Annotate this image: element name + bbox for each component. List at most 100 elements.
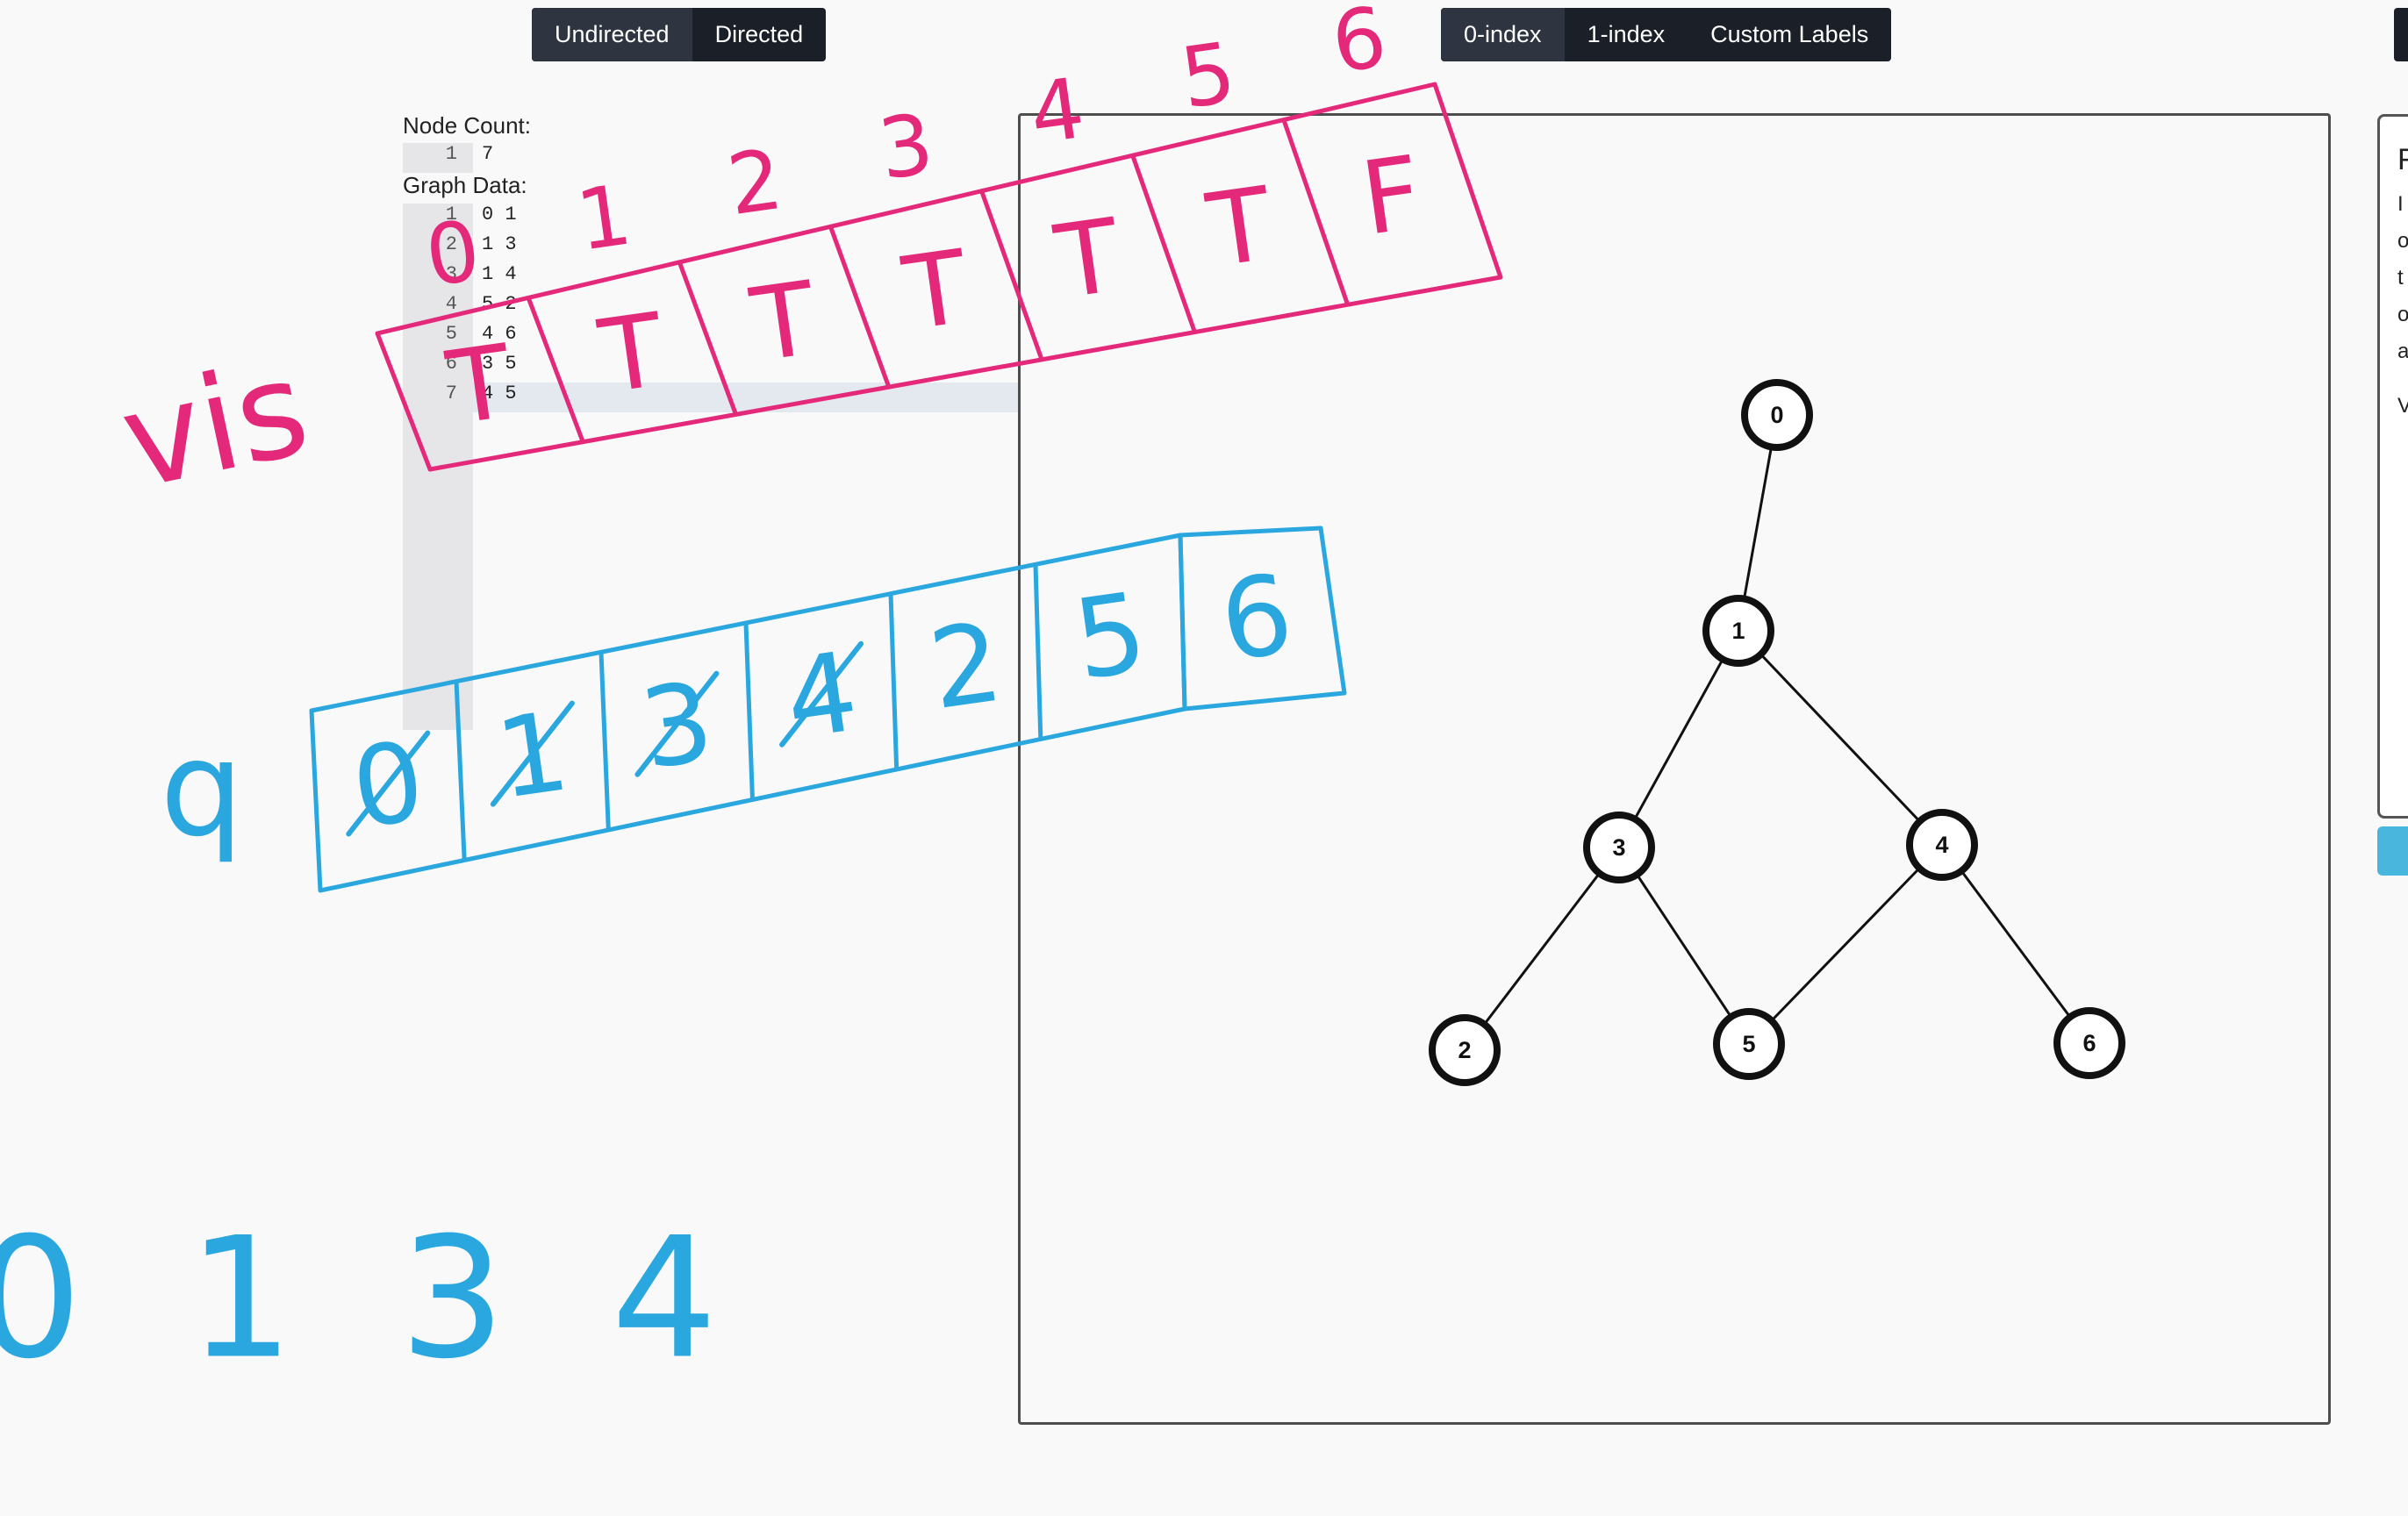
graph-node-label: 5: [1742, 1031, 1755, 1057]
panel-text: o: [2397, 229, 2408, 253]
graph-node-circle: [1741, 379, 1813, 451]
vis-index-label: 6: [1326, 0, 1392, 92]
toolbar-overflow-stub[interactable]: [2394, 8, 2408, 61]
graph-edge: [1463, 847, 1621, 1051]
line-number: 1: [445, 204, 457, 225]
line-text: 1 3: [482, 233, 517, 255]
vis-index-label: 5: [1175, 25, 1241, 127]
queue-crossout-stroke: [634, 670, 720, 777]
queue-cell-divider: [598, 652, 611, 831]
graph-node-2: 2: [1429, 1014, 1501, 1086]
vis-cell-divider: [1281, 118, 1351, 306]
graph-edge: [1737, 414, 1779, 632]
line-number: 3: [445, 263, 457, 285]
graph-drawing: 0 1 2 3 4 5 6: [1429, 379, 2125, 1086]
vis-index-label: 3: [873, 96, 939, 198]
graph-edge: [1940, 844, 2091, 1044]
graph-node-1: 1: [1702, 595, 1774, 667]
line-number: 2: [445, 233, 457, 255]
graph-node-label: 1: [1731, 618, 1745, 644]
graph-node-circle: [1429, 1014, 1501, 1086]
graph-node-label: 4: [1935, 832, 1948, 858]
queue-tail-cell: [1178, 526, 1347, 712]
graph-node-circle: [1906, 809, 1978, 881]
graph-canvas[interactable]: [1018, 113, 2331, 1425]
vis-cell-divider: [979, 190, 1044, 361]
graph-node-5: 5: [1713, 1008, 1785, 1080]
vis-cell-value: F: [1355, 134, 1429, 259]
queue-cell-value: 6: [1214, 551, 1301, 687]
panel-heading: F: [2397, 143, 2408, 176]
panel-text: I: [2397, 192, 2404, 216]
vis-array-outline: [375, 82, 1503, 472]
vis-cell-divider: [526, 297, 585, 443]
graph-data-label: Graph Data:: [403, 172, 527, 198]
vis-cell-divider: [1130, 154, 1197, 333]
traversal-order-text: 0 1 3 4: [0, 1202, 743, 1396]
line-number: 7: [445, 383, 457, 404]
vis-cell-value: T: [896, 228, 975, 354]
vis-cell-value: T: [1200, 166, 1279, 291]
custom-labels-button[interactable]: Custom Labels: [1688, 8, 1891, 61]
graph-node-label: 0: [1770, 402, 1783, 428]
graph-node-circle: [1713, 1008, 1785, 1080]
graph-node-label: 6: [2082, 1030, 2096, 1056]
index-mode-toggle: 0-index 1-index Custom Labels: [1441, 8, 1892, 61]
queue-label: q: [160, 713, 243, 866]
panel-text: t: [2397, 266, 2404, 290]
graph-node-0: 0: [1741, 379, 1813, 451]
graph-edge: [1747, 843, 1944, 1046]
directed-button[interactable]: Directed: [692, 8, 827, 61]
one-index-button[interactable]: 1-index: [1565, 8, 1688, 61]
panel-text: o: [2397, 303, 2408, 326]
panel-text: a: [2397, 340, 2408, 363]
graph-node-circle: [2053, 1007, 2125, 1079]
line-text: 1 4: [482, 263, 517, 285]
vis-index-label: 1: [571, 167, 637, 269]
panel-action-button[interactable]: [2377, 826, 2408, 876]
vis-cell-divider: [828, 225, 892, 388]
graph-node-label: 3: [1612, 834, 1625, 861]
line-number: 5: [445, 323, 457, 345]
graph-node-6: 6: [2053, 1007, 2125, 1079]
graph-edge: [1737, 629, 1944, 847]
info-panel: F I o t o a V: [2377, 114, 2408, 819]
line-text: 7: [482, 143, 494, 165]
node-count-label: Node Count:: [403, 112, 531, 139]
vis-index-label: 4: [1024, 61, 1090, 163]
graph-edge: [1617, 847, 1751, 1045]
undirected-button[interactable]: Undirected: [532, 8, 692, 61]
vis-cell-divider: [677, 261, 738, 416]
line-number: 1: [445, 143, 457, 165]
vis-label: vis: [110, 332, 320, 519]
line-text: 4 6: [482, 323, 517, 345]
line-number: 4: [445, 293, 457, 315]
line-text: 0 1: [482, 204, 517, 225]
panel-text: V: [2397, 394, 2408, 418]
vis-cell-value: T: [592, 291, 671, 417]
line-text: 4 5: [482, 383, 517, 404]
line-number: 6: [445, 353, 457, 375]
zero-index-button[interactable]: 0-index: [1441, 8, 1565, 61]
queue-cell-value: 2: [922, 599, 1009, 735]
queue-crossout-stroke: [490, 700, 575, 807]
graph-edge: [1617, 630, 1740, 848]
graph-node-3: 3: [1583, 812, 1655, 883]
direction-toggle: Undirected Directed: [532, 8, 827, 61]
vis-index-label: 2: [722, 132, 788, 234]
graph-node-circle: [1583, 812, 1655, 883]
vis-index-label: 0: [419, 203, 485, 305]
queue-cell-divider: [888, 593, 899, 770]
line-number-gutter: [403, 143, 473, 173]
queue-crossout-stroke: [346, 730, 431, 837]
queue-annotation: 0134256: [309, 526, 1347, 893]
queue-cell-divider: [454, 681, 467, 861]
graph-node-4: 4: [1906, 809, 1978, 881]
line-text: 3 5: [482, 353, 517, 375]
queue-cell-value: 5: [1067, 569, 1154, 705]
queue-cell-divider: [743, 622, 755, 800]
queue-crossout-stroke: [779, 640, 864, 747]
graph-node-label: 2: [1458, 1037, 1471, 1063]
